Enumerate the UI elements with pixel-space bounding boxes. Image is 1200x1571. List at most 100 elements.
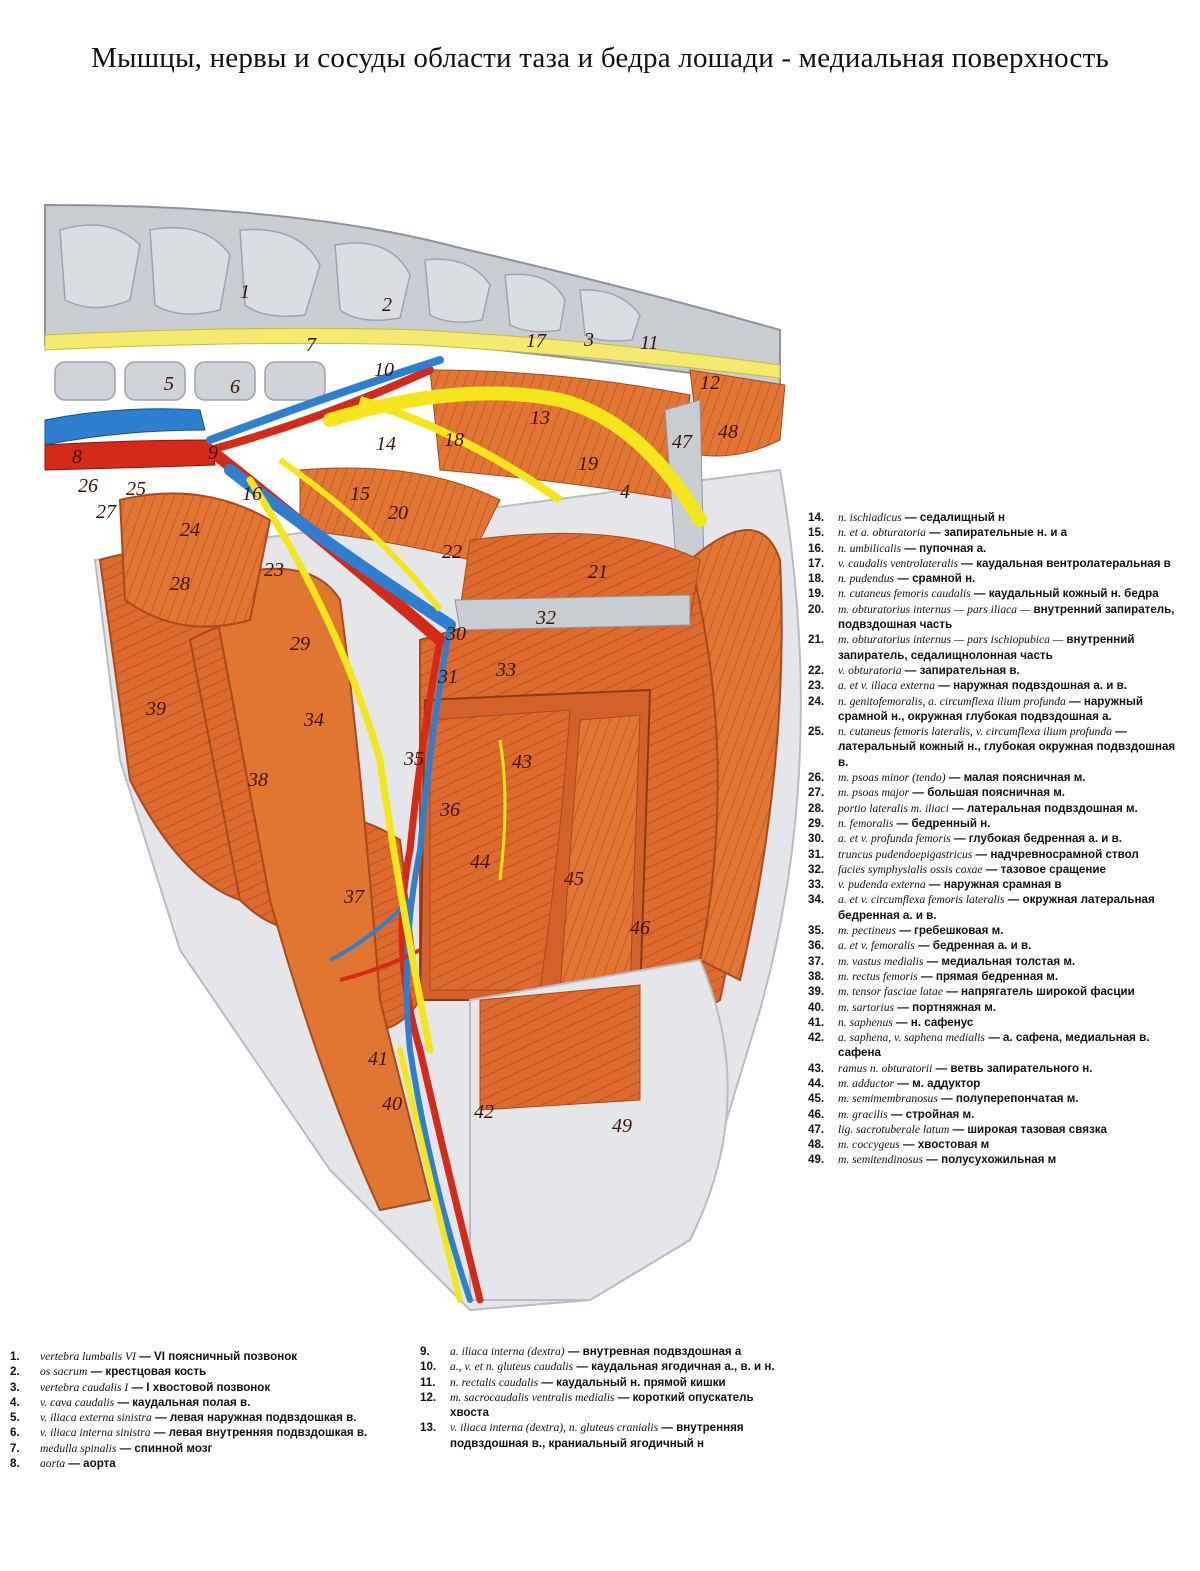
legend-russian-term: — хвостовая м <box>903 1138 990 1152</box>
figure-label: 10 <box>374 359 394 381</box>
legend-russian-term: — аорта <box>68 1457 116 1471</box>
legend-number: 7. <box>10 1441 20 1455</box>
legend-latin-term: m. obturatorius internus — pars ischiopu… <box>838 633 1064 647</box>
figure-label: 29 <box>290 633 310 655</box>
legend-item: 35.m. pectineus — гребешковая м. <box>808 923 1188 938</box>
figure-label: 11 <box>640 332 659 354</box>
spinal-cord <box>44 327 781 379</box>
figure-label: 44 <box>470 851 490 873</box>
legend-item: 21.m. obturatorius internus — pars ischi… <box>808 632 1188 663</box>
legend-latin-term: m. coccygeus <box>838 1138 900 1152</box>
legend-item: 29.n. femoralis — бедренный н. <box>808 816 1188 831</box>
legend-item: 13.v. iliaca interna (dextra), n. gluteu… <box>420 1420 790 1451</box>
legend-russian-term: внутренний запиратель, седалищнолонная ч… <box>838 633 1135 662</box>
legend-latin-term: n. cutaneus femoris caudalis <box>838 587 971 601</box>
legend-item: 16.n. umbilicalis — пупочная а. <box>808 541 1188 556</box>
legend-russian-term: — тазовое сращение <box>985 862 1106 876</box>
legend-latin-term: m. gracilis <box>838 1107 888 1121</box>
legend-russian-term: — полуперепончатая м. <box>941 1092 1079 1106</box>
legend-text: portio lateralis m. iliaci — латеральная… <box>838 801 1188 816</box>
legend-text: m. adductor — м. аддуктор <box>838 1076 1188 1091</box>
legend-item: 36.a. et v. femoralis — бедренная а. и в… <box>808 938 1188 953</box>
legend-number: 2. <box>10 1365 20 1379</box>
muscle-iliopsoas <box>118 492 272 628</box>
legend-russian-term: — внутревная подвздошная а <box>567 1345 742 1358</box>
legend-latin-term: m. semitendinosus <box>838 1153 924 1167</box>
figure-label: 19 <box>578 453 598 475</box>
legend-russian-term: — малая поясничная м. <box>948 771 1086 785</box>
figure-label: 39 <box>145 698 166 720</box>
legend-item: 6.v. iliaca interna sinistra — левая вну… <box>10 1425 375 1440</box>
legend-number: 11. <box>420 1375 436 1389</box>
legend-latin-term: v. iliaca externa sinistra <box>40 1411 152 1425</box>
legend-text: n. cutaneus femoris caudalis — каудальны… <box>838 586 1188 601</box>
legend-latin-term: v. iliaca interna sinistra <box>40 1426 151 1440</box>
legend-latin-term: v. cava caudalis <box>40 1395 115 1409</box>
legend-latin-term: n. pudendus <box>838 572 895 586</box>
legend-latin-term: n. saphenus <box>838 1015 893 1029</box>
legend-item: 5.v. iliaca externa sinistra — левая нар… <box>10 1410 375 1425</box>
legend-text: m. coccygeus — хвостовая м <box>838 1137 1188 1152</box>
legend-russian-term: — напрягатель широкой фасции <box>946 985 1135 999</box>
legend-text: m. tensor fasciae latae — напрягатель ши… <box>838 984 1188 999</box>
figure-label: 20 <box>388 502 408 524</box>
page-title: Мышцы, нервы и сосуды области таза и бед… <box>91 42 1109 74</box>
legend-text: m. gracilis — стройная м. <box>838 1107 1188 1122</box>
legend-text: m. obturatorius internus — pars ischiopu… <box>838 632 1188 663</box>
legend-latin-term: m. tensor fasciae latae <box>838 985 943 999</box>
legend-number: 40. <box>808 1000 825 1014</box>
legend-latin-term: n. genitofemoralis, a. circumflexa ilium… <box>838 694 1066 708</box>
legend-russian-term: — ветвь запирательного н. <box>935 1061 1093 1075</box>
legend-number: 14. <box>808 511 825 524</box>
figure-label: 13 <box>530 407 550 429</box>
figure-label: 2 <box>382 294 392 316</box>
legend-latin-term: a., v. et n. gluteus caudalis <box>450 1360 574 1374</box>
legend-latin-term: a. et v. profunda femoris <box>838 832 951 846</box>
saphenous-nerve <box>397 1047 463 1303</box>
legend-left-2: 9.a. iliaca interna (dextra) — внутревна… <box>420 1344 790 1451</box>
aorta-vessel <box>44 439 216 471</box>
figure-label: 47 <box>672 431 693 453</box>
legend-item: 47.lig. sacrotuberale latum — широкая та… <box>808 1122 1188 1137</box>
legend-number: 18. <box>808 572 825 586</box>
legend-item: 23.a. et v. iliaca externa — наружная по… <box>808 678 1188 693</box>
legend-item: 15.n. et a. obturatoria — запирательные … <box>808 525 1188 540</box>
legend-item: 30.a. et v. profunda femoris — глубокая … <box>808 831 1188 846</box>
figure-label: 35 <box>403 748 424 770</box>
legend-latin-term: n. cutaneus femoris lateralis, v. circum… <box>838 725 1112 739</box>
legend-text: m. sartorius — портняжная м. <box>838 1000 1188 1015</box>
legend-latin-term: a. saphena, v. saphena medialis <box>838 1031 985 1045</box>
legend-russian-term: — надчревносрамной ствол <box>975 847 1139 861</box>
internal-iliac-artery <box>206 366 434 454</box>
legend-item: 44.m. adductor — м. аддуктор <box>808 1076 1188 1091</box>
legend-item: 45.m. semimembranosus — полуперепончатая… <box>808 1091 1188 1106</box>
legend-latin-term: a. et v. femoralis <box>838 939 915 953</box>
figure-label: 7 <box>306 334 317 356</box>
legend-russian-term: — каудальная полая в. <box>117 1395 251 1409</box>
symphysis-pelvis <box>454 594 691 631</box>
legend-russian-term: — гребешковая м. <box>899 924 1004 938</box>
legend-number: 17. <box>808 556 825 570</box>
legend-number: 35. <box>808 924 825 938</box>
legend-latin-term: m. psoas minor (tendo) <box>838 771 946 785</box>
femoral-artery <box>398 636 484 1304</box>
legend-item: 10.a., v. et n. gluteus caudalis — кауда… <box>420 1359 790 1374</box>
figure-label: 34 <box>303 709 324 731</box>
legend-text: n. et a. obturatoria — запирательные н. … <box>838 525 1188 540</box>
legend-russian-term: — широкая тазовая связка <box>952 1122 1107 1136</box>
legend-number: 12. <box>420 1390 437 1404</box>
legend-latin-term: m. sacrocaudalis ventralis medialis <box>450 1390 615 1404</box>
legend-number: 26. <box>808 771 825 785</box>
legend-number: 36. <box>808 939 825 953</box>
muscle-semitendinosus-exposed <box>479 984 641 1111</box>
figure-label: 24 <box>180 519 200 541</box>
legend-left-1: 1.vertebra lumbalis VI — VI поясничный п… <box>10 1349 375 1471</box>
legend-latin-term: v. iliaca interna (dextra), n. gluteus c… <box>450 1421 659 1435</box>
legend-text: n. femoralis — бедренный н. <box>838 816 1188 831</box>
legend-text: m. psoas major — большая поясничная м. <box>838 785 1188 800</box>
legend-text: m. semitendinosus — полусухожильная м <box>838 1152 1188 1167</box>
legend-item: 9.a. iliaca interna (dextra) — внутревна… <box>420 1344 790 1359</box>
legend-item: 26. m. psoas minor (tendo) — малая поясни… <box>808 770 1188 785</box>
nerve-plexus <box>358 396 563 504</box>
figure-label: 40 <box>382 1093 402 1115</box>
